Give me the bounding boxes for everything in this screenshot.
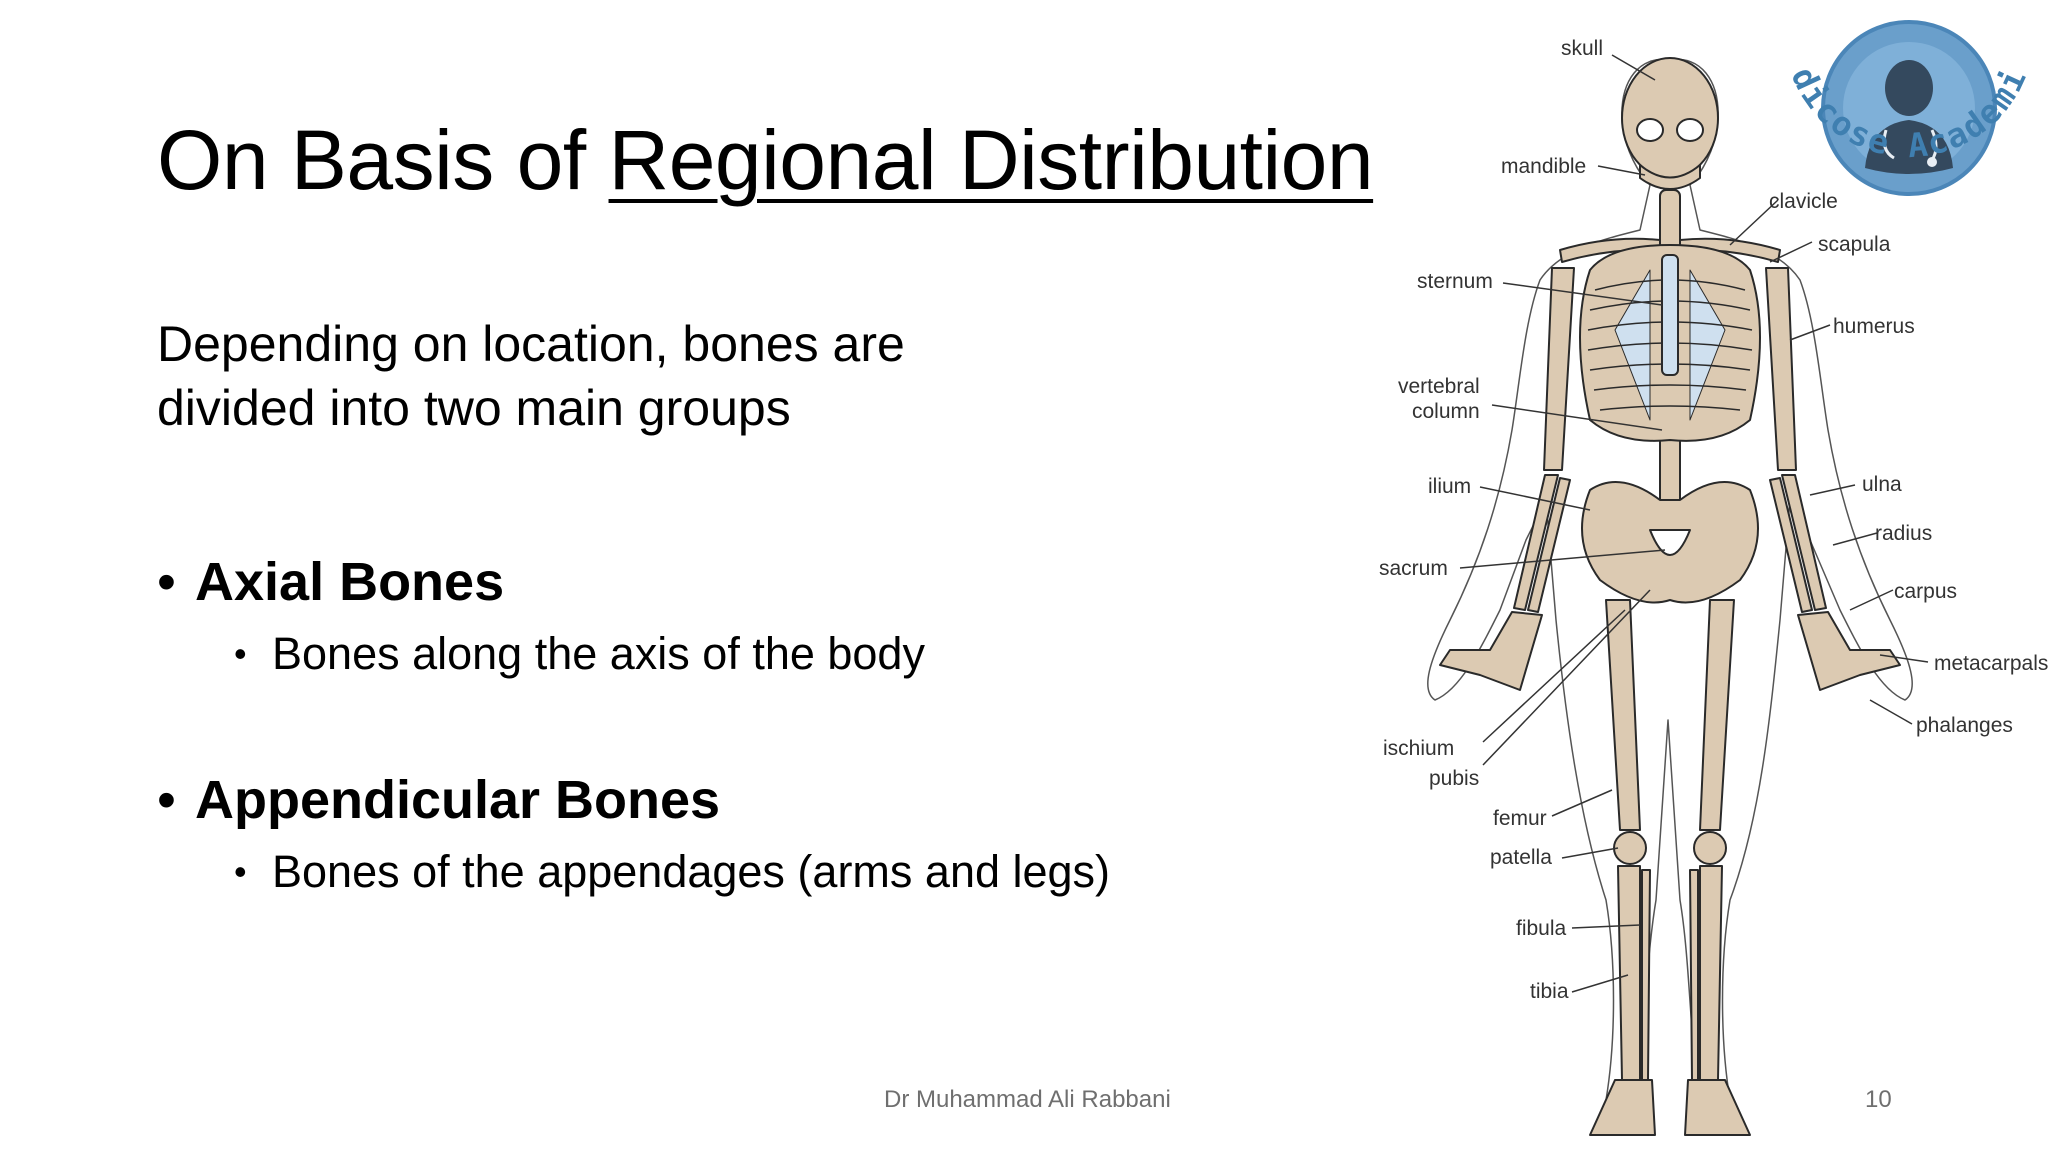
label-femur: femur (1493, 807, 1547, 830)
mandible-shape (1639, 164, 1701, 190)
label-pubis: pubis (1429, 767, 1479, 790)
bullet-heading: Axial Bones (195, 552, 505, 612)
label-fibula: fibula (1516, 917, 1567, 940)
bullet-dot: • (234, 851, 247, 892)
bullet-dot: • (157, 552, 176, 612)
label-sacrum: sacrum (1379, 557, 1448, 580)
left-tibia-shape (1617, 865, 1641, 1081)
bullet-appendicular-bones: • Appendicular Bones (157, 773, 720, 827)
bullet-axial-bones: • Axial Bones (157, 555, 504, 609)
right-femur-shape (1699, 599, 1735, 831)
label-humerus: humerus (1833, 315, 1915, 338)
right-foot-shape (1684, 1079, 1751, 1136)
label-tibia: tibia (1530, 980, 1569, 1003)
left-femur-shape (1605, 599, 1641, 831)
label-sternum: sternum (1417, 270, 1493, 293)
label-radius: radius (1875, 522, 1932, 545)
sub-bullet-appendicular: • Bones of the appendages (arms and legs) (234, 849, 1110, 894)
skull-shape (1621, 57, 1719, 179)
label-clavicle: clavicle (1769, 190, 1838, 213)
skeleton-diagram: skull mandible clavicle scapula sternum … (1370, 20, 2048, 1136)
label-phalanges: phalanges (1916, 714, 2013, 737)
label-column: column (1412, 400, 1480, 423)
intro-line-2: divided into two main groups (157, 380, 791, 436)
label-carpus: carpus (1894, 580, 1957, 603)
left-foot-shape (1589, 1079, 1656, 1136)
label-mandible: mandible (1501, 155, 1586, 178)
left-humerus-shape (1543, 267, 1575, 471)
intro-text: Depending on location, bones are divided… (157, 312, 1057, 440)
sub-bullet-text: Bones of the appendages (arms and legs) (272, 846, 1111, 897)
right-humerus-shape (1765, 267, 1797, 471)
label-scapula: scapula (1818, 233, 1891, 256)
intro-line-1: Depending on location, bones are (157, 316, 905, 372)
label-ischium: ischium (1383, 737, 1454, 760)
footer-author: Dr Muhammad Ali Rabbani (884, 1086, 1171, 1113)
title-prefix: On Basis of (157, 113, 609, 207)
title-underlined: Regional Distribution (608, 113, 1374, 207)
label-vertebral: vertebral (1398, 375, 1480, 398)
label-ilium: ilium (1428, 475, 1471, 498)
left-hand-shape (1439, 611, 1543, 691)
label-patella: patella (1490, 846, 1552, 869)
right-tibia-shape (1699, 865, 1723, 1081)
label-skull: skull (1561, 37, 1603, 60)
bullet-dot: • (157, 770, 176, 830)
bullet-dot: • (234, 633, 247, 674)
label-metacarpals: metacarpals (1934, 652, 2048, 675)
label-ulna: ulna (1862, 473, 1902, 496)
sub-bullet-text: Bones along the axis of the body (272, 628, 925, 679)
right-hand-shape (1797, 611, 1901, 691)
sub-bullet-axial: • Bones along the axis of the body (234, 631, 925, 676)
slide-title: On Basis of Regional Distribution (157, 118, 1374, 202)
bullet-heading: Appendicular Bones (195, 770, 721, 830)
page-number: 10 (1865, 1086, 1892, 1113)
